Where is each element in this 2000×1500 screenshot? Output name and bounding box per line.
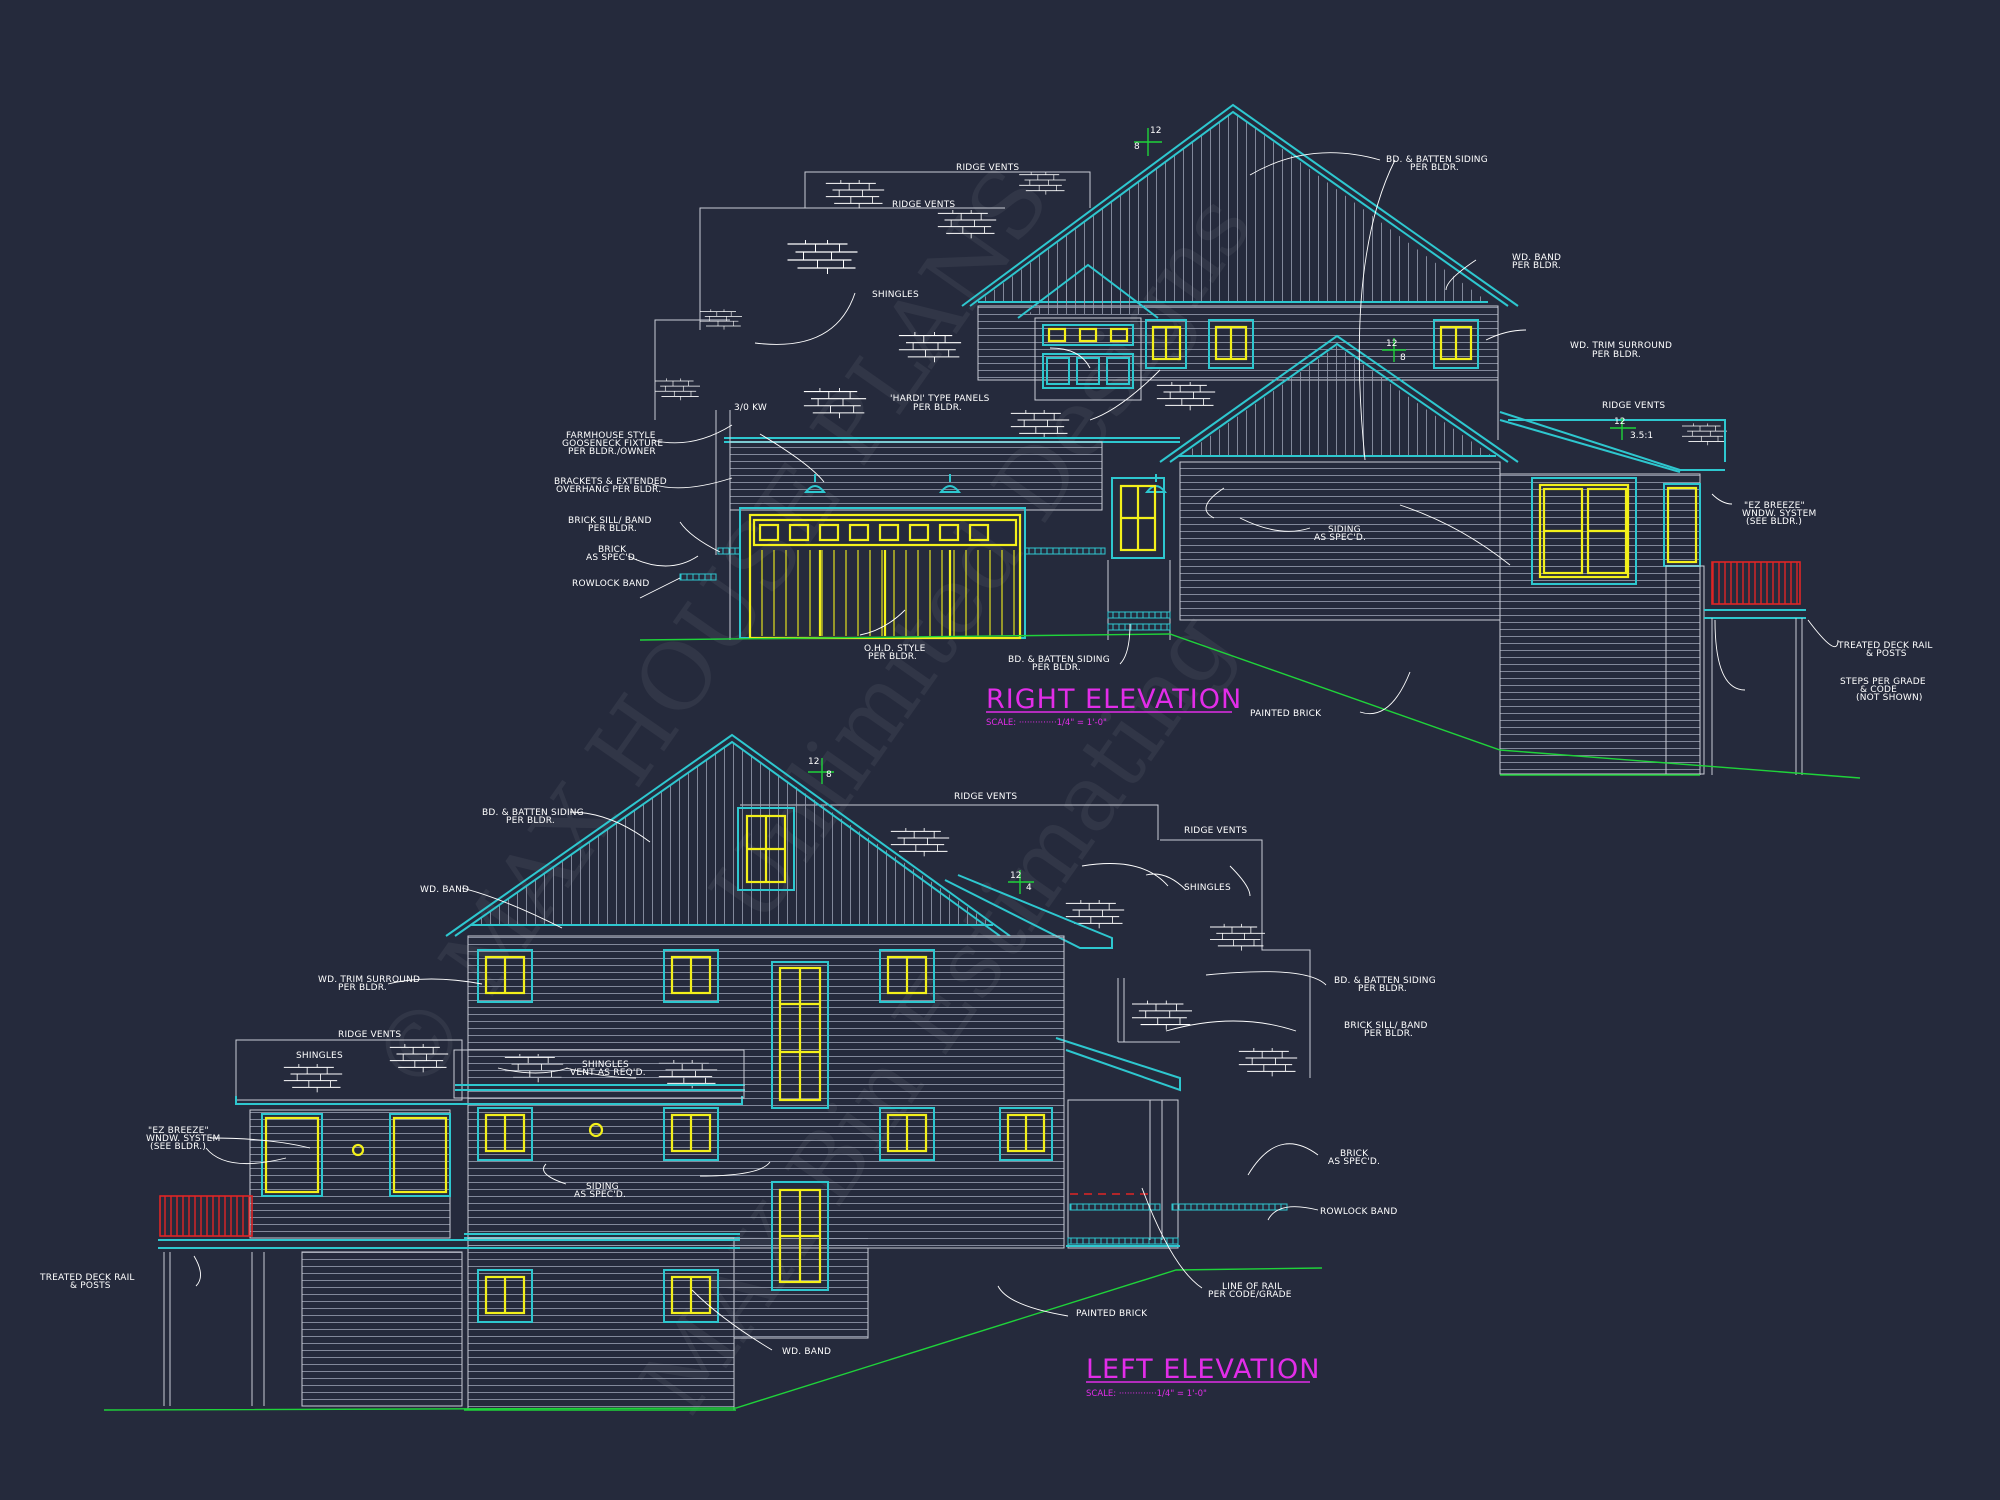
callout-label: SHINGLES <box>872 290 919 300</box>
callout-label: SHINGLES <box>296 1051 343 1061</box>
callout-label: AS SPEC'D. <box>1328 1157 1380 1167</box>
callout-label: PER BLDR. <box>506 816 555 826</box>
callout-label: FARMHOUSE STYLE <box>566 431 656 441</box>
callout-label: OVERHANG PER BLDR. <box>556 485 661 495</box>
callout-label: "EZ BREEZE" <box>1744 501 1805 511</box>
callout-label: STEPS PER GRADE <box>1840 677 1926 687</box>
callout-label: WD. BAND <box>782 1347 831 1357</box>
callout-label: (SEE BLDR.) <box>1746 517 1802 527</box>
callout-label: 12 <box>1386 339 1397 349</box>
callout-label: PER CODE/GRADE <box>1208 1290 1292 1300</box>
callout-label: VENT AS REQ'D. <box>570 1068 646 1078</box>
callout-label: 12 <box>808 757 819 767</box>
callout-label: AS SPEC'D. <box>586 553 638 563</box>
callout-label: TREATED DECK RAIL <box>1837 641 1933 651</box>
callout-label: PER BLDR. <box>913 403 962 413</box>
callout-label: RIDGE VENTS <box>338 1030 401 1040</box>
callout-label: BRICK <box>598 545 627 555</box>
callout-label: ROWLOCK BAND <box>1320 1207 1397 1217</box>
callout-label: SHINGLES <box>1184 883 1231 893</box>
callout-label: AS SPEC'D. <box>1314 533 1366 543</box>
callout-label: BRICK SILL/ BAND <box>568 516 652 526</box>
callout-label: 12 <box>1150 126 1161 136</box>
callout-label: 12 <box>1010 871 1021 881</box>
callout-label: WD. TRIM SURROUND <box>318 975 420 985</box>
left-elevation: 12 8 12 4 RIDGE VENTS RIDGE VENTS RIDGE … <box>39 733 1436 1411</box>
right-elevation-title: RIGHT ELEVATION <box>986 684 1242 715</box>
callout-label: RIDGE VENTS <box>892 200 955 210</box>
callout-label: WD. TRIM SURROUND <box>1570 341 1672 351</box>
callout-label: 'HARDI' TYPE PANELS <box>890 394 990 404</box>
callout-label: PER BLDR./OWNER <box>568 447 656 457</box>
label-3x0: 3/0 KW <box>734 403 767 413</box>
left-elevation-title: LEFT ELEVATION <box>1086 1354 1320 1385</box>
callout-label: RIDGE VENTS <box>1602 401 1665 411</box>
callout-label: & CODE <box>1860 685 1897 695</box>
callout-label: AS SPEC'D. <box>574 1190 626 1200</box>
callout-label: BD. & BATTEN SIDING <box>1386 155 1488 165</box>
callout-label: BRICK SILL/ BAND <box>1344 1021 1428 1031</box>
callout-label: (NOT SHOWN) <box>1856 693 1923 703</box>
callout-label: "EZ BREEZE" <box>148 1126 209 1136</box>
callout-label: RIDGE VENTS <box>954 792 1017 802</box>
callout-label: PER BLDR. <box>1410 163 1459 173</box>
callout-label: LINE OF RAIL <box>1222 1282 1282 1292</box>
callout-label: RIDGE VENTS <box>1184 826 1247 836</box>
callout-label: PER BLDR. <box>1592 350 1641 360</box>
left-elevation-scale: SCALE: ··············1/4" = 1'-0" <box>1086 1389 1207 1399</box>
callout-label: RIDGE VENTS <box>956 163 1019 173</box>
callout-label: 8 <box>826 770 832 780</box>
callout-label: PER BLDR. <box>338 983 387 993</box>
callout-label: & POSTS <box>1866 649 1907 659</box>
callout-label: SIDING <box>1328 525 1361 535</box>
callout-label: (SEE BLDR.) <box>150 1142 206 1152</box>
callout-label: 8 <box>1400 353 1406 363</box>
callout-label: BRACKETS & EXTENDED <box>554 477 667 487</box>
callout-label: 3.5:1 <box>1630 431 1653 441</box>
callout-label: & POSTS <box>70 1281 111 1291</box>
callout-label: BRICK <box>1340 1149 1369 1159</box>
callout-label: PAINTED BRICK <box>1076 1309 1148 1319</box>
callout-label: PER BLDR. <box>868 652 917 662</box>
right-elevation: 12 8 12 8 12 3.5:1 3/0 KW RIDGE VENTS RI… <box>554 103 1933 779</box>
callout-label: WD. BAND <box>1512 253 1561 263</box>
callout-label: BD. & BATTEN SIDING <box>482 808 584 818</box>
pitch-marker: 12 8 12 4 <box>808 757 1034 894</box>
callout-label: PER BLDR. <box>588 524 637 534</box>
callout-label: WNDW. SYSTEM <box>146 1134 220 1144</box>
right-elevation-scale: SCALE: ··············1/4" = 1'-0" <box>986 718 1107 728</box>
callout-label: BD. & BATTEN SIDING <box>1008 655 1110 665</box>
callout-label: 12 <box>1614 417 1625 427</box>
callout-label: SHINGLES <box>582 1060 629 1070</box>
callout-label: PER BLDR. <box>1032 663 1081 673</box>
callout-label: PER BLDR. <box>1358 984 1407 994</box>
pitch-marker: 12 8 12 8 12 3.5:1 <box>1134 126 1653 441</box>
callout-label: SIDING <box>586 1182 619 1192</box>
callout-label: WNDW. SYSTEM <box>1742 509 1816 519</box>
callout-label: ROWLOCK BAND <box>572 579 649 589</box>
callout-label: 8 <box>1134 142 1140 152</box>
callout-label: WD. BAND <box>420 885 469 895</box>
callout-label: PER BLDR. <box>1364 1029 1413 1039</box>
callout-label: PER BLDR. <box>1512 261 1561 271</box>
callout-label: BD. & BATTEN SIDING <box>1334 976 1436 986</box>
callout-label: PAINTED BRICK <box>1250 709 1322 719</box>
callout-label: O.H.D. STYLE <box>864 644 926 654</box>
callout-label: 4 <box>1026 883 1032 893</box>
callout-label: GOOSENECK FIXTURE <box>562 439 663 449</box>
callout-label: TREATED DECK RAIL <box>39 1273 135 1283</box>
